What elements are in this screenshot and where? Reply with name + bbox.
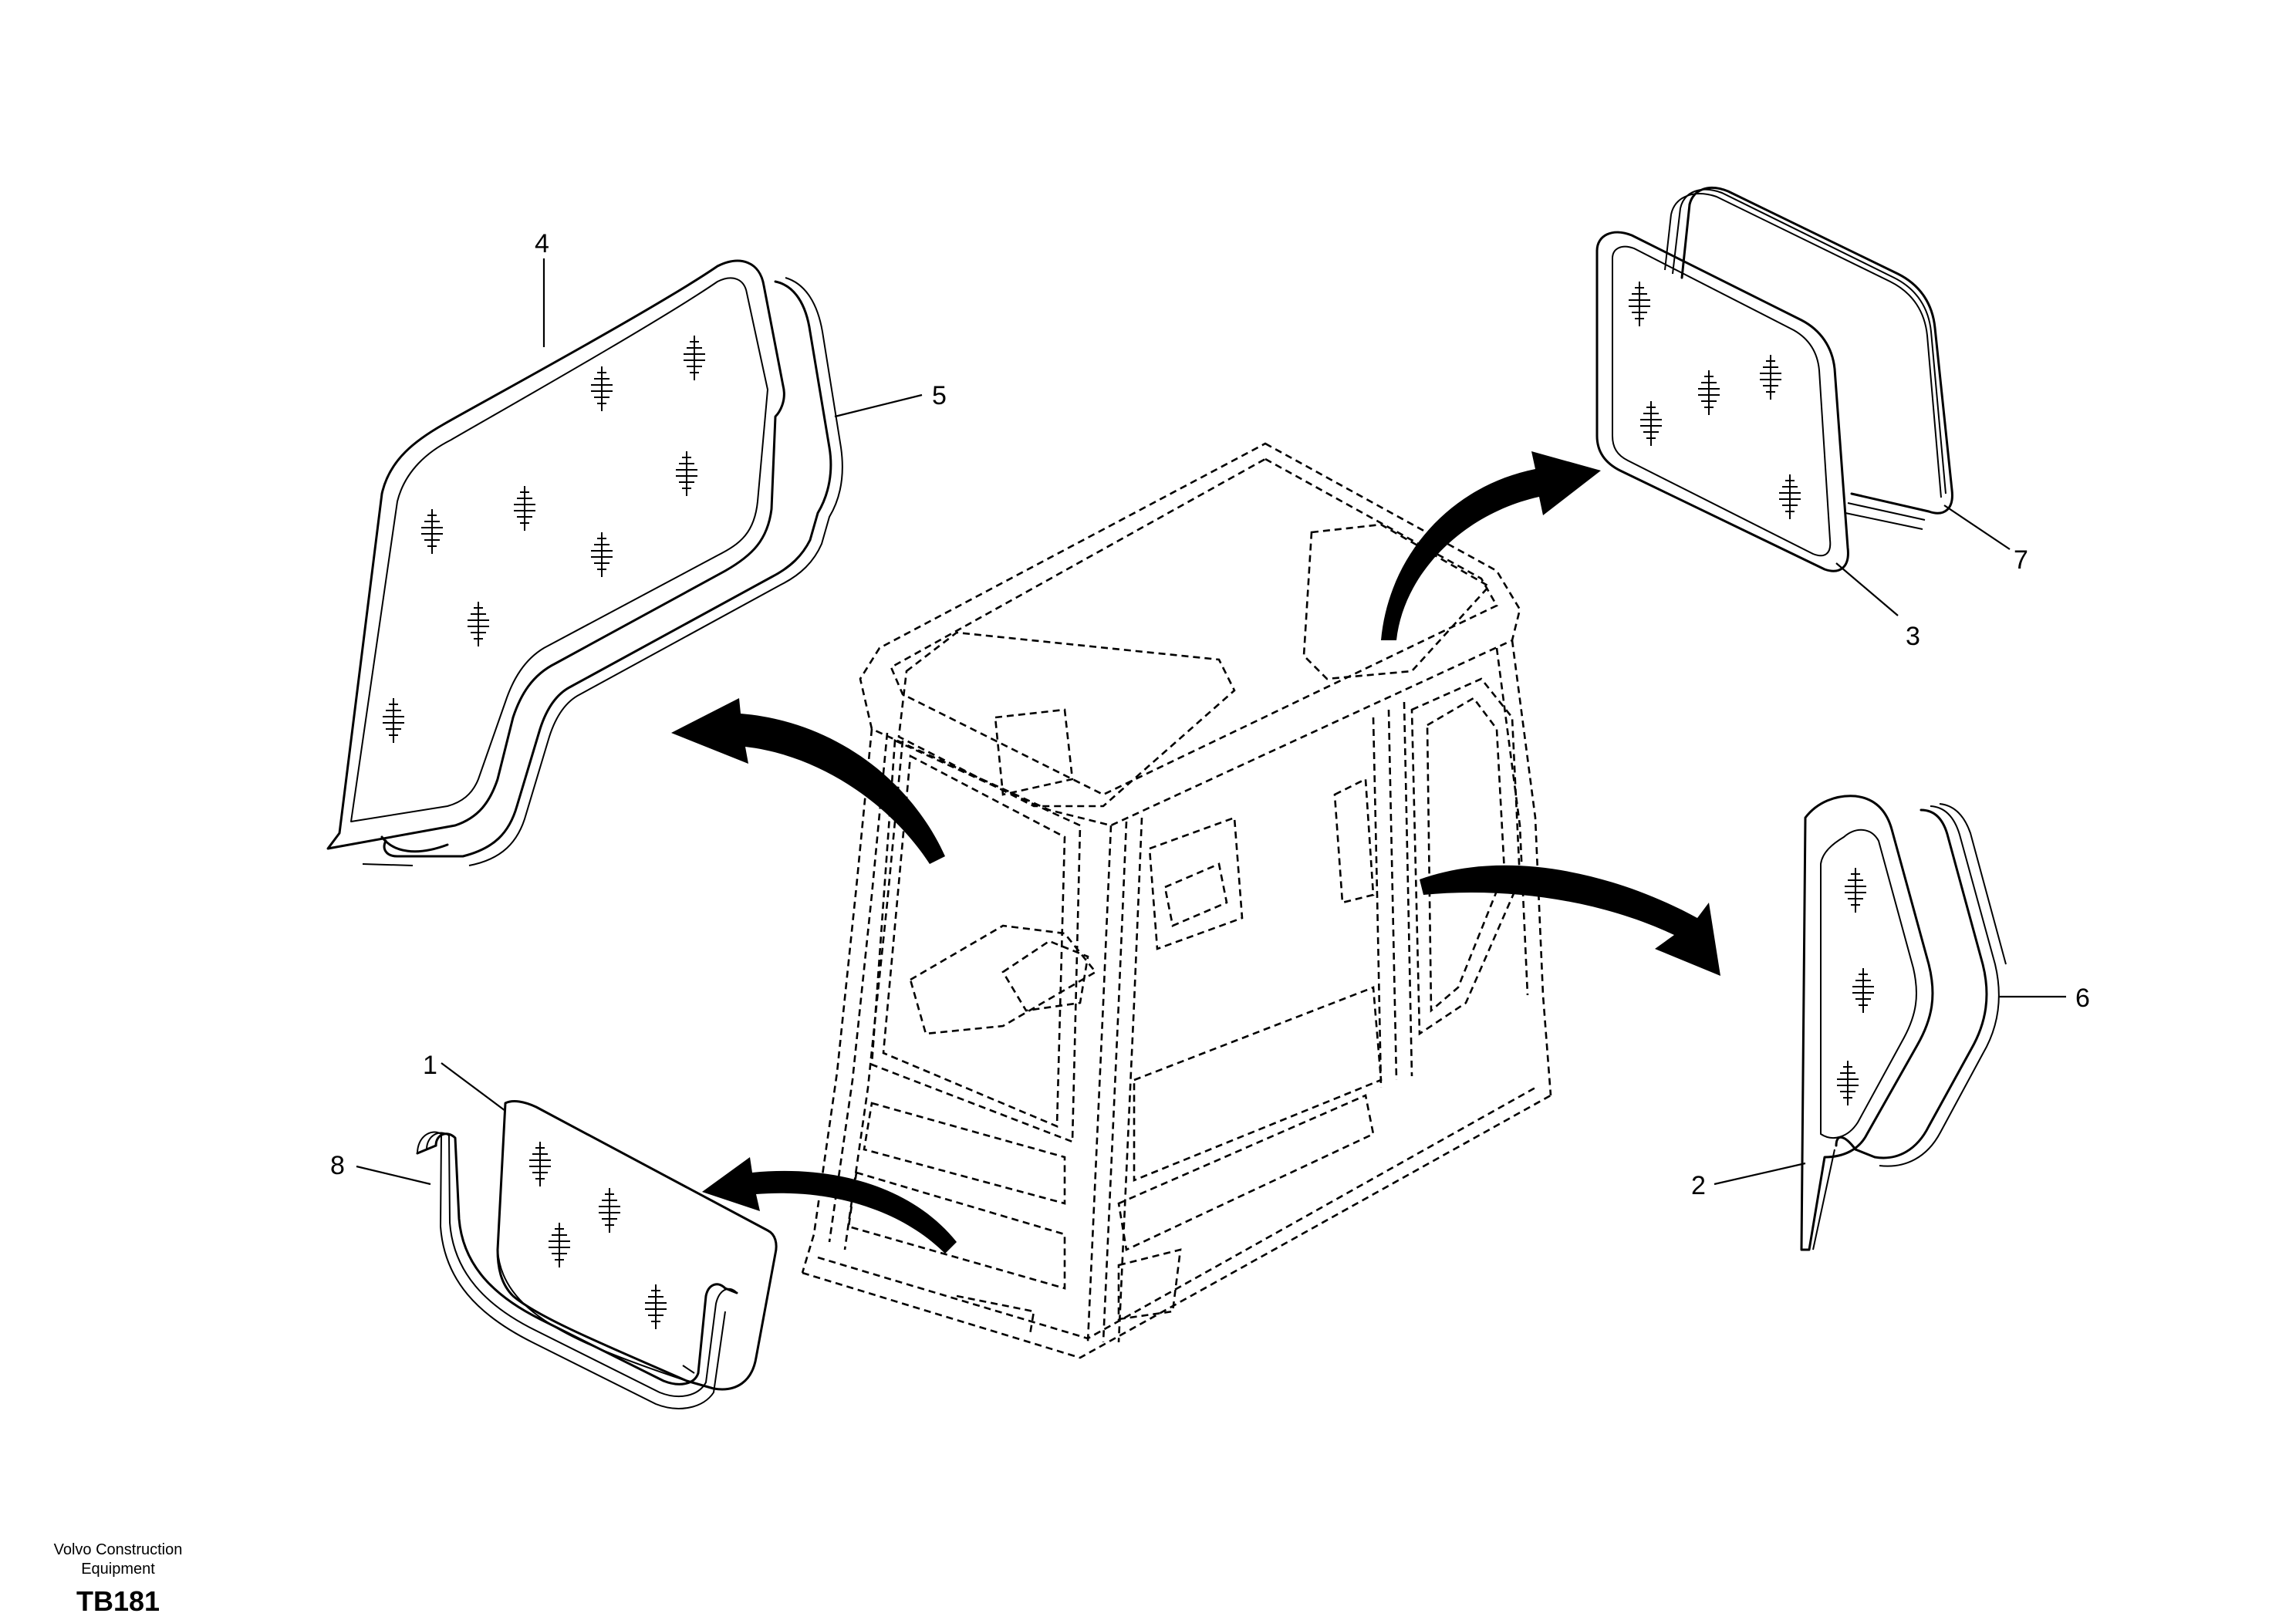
part-4-side-glass [326,259,785,866]
leader-2 [1714,1162,1806,1186]
arrow-to-left-upper [671,698,945,864]
leader-1 [441,1062,506,1112]
leader-3 [1835,562,1899,616]
leader-7 [1943,505,2011,550]
footer-company-line2: Equipment [81,1561,155,1578]
arrow-to-right-lower [1420,865,1720,976]
part-6-seal-strip [1812,803,2007,1250]
callout-4: 4 [535,229,549,258]
arrow-to-left-lower [702,1157,957,1254]
callout-5: 5 [932,381,947,410]
callout-2: 2 [1691,1171,1706,1200]
callout-7: 7 [2014,545,2028,575]
callout-1: 1 [423,1051,437,1080]
leader-lines [356,258,2066,1186]
exploded-arrows [671,451,1720,1254]
callout-8: 8 [330,1151,345,1180]
part-5-seal-strip [383,277,843,866]
footer-brand: Volvo Construction Equipment TB181 [54,1541,183,1617]
callout-3: 3 [1906,622,1920,651]
leader-8 [356,1165,431,1186]
footer-drawing-code: TB181 [76,1585,160,1617]
part-2-quarter-glass [1800,795,1934,1251]
part-3-window-glass [1595,231,1849,572]
cab-frame [801,442,1552,1359]
footer-company-line1: Volvo Construction [54,1541,183,1558]
leader-5 [834,393,923,418]
part-8-seal-strip [416,1131,738,1409]
callout-6: 6 [2075,984,2090,1013]
arrow-to-right-upper [1381,451,1601,640]
callout-labels: 1 2 3 4 5 6 7 8 [330,229,2090,1200]
part-7-window-seal [1664,187,1953,530]
